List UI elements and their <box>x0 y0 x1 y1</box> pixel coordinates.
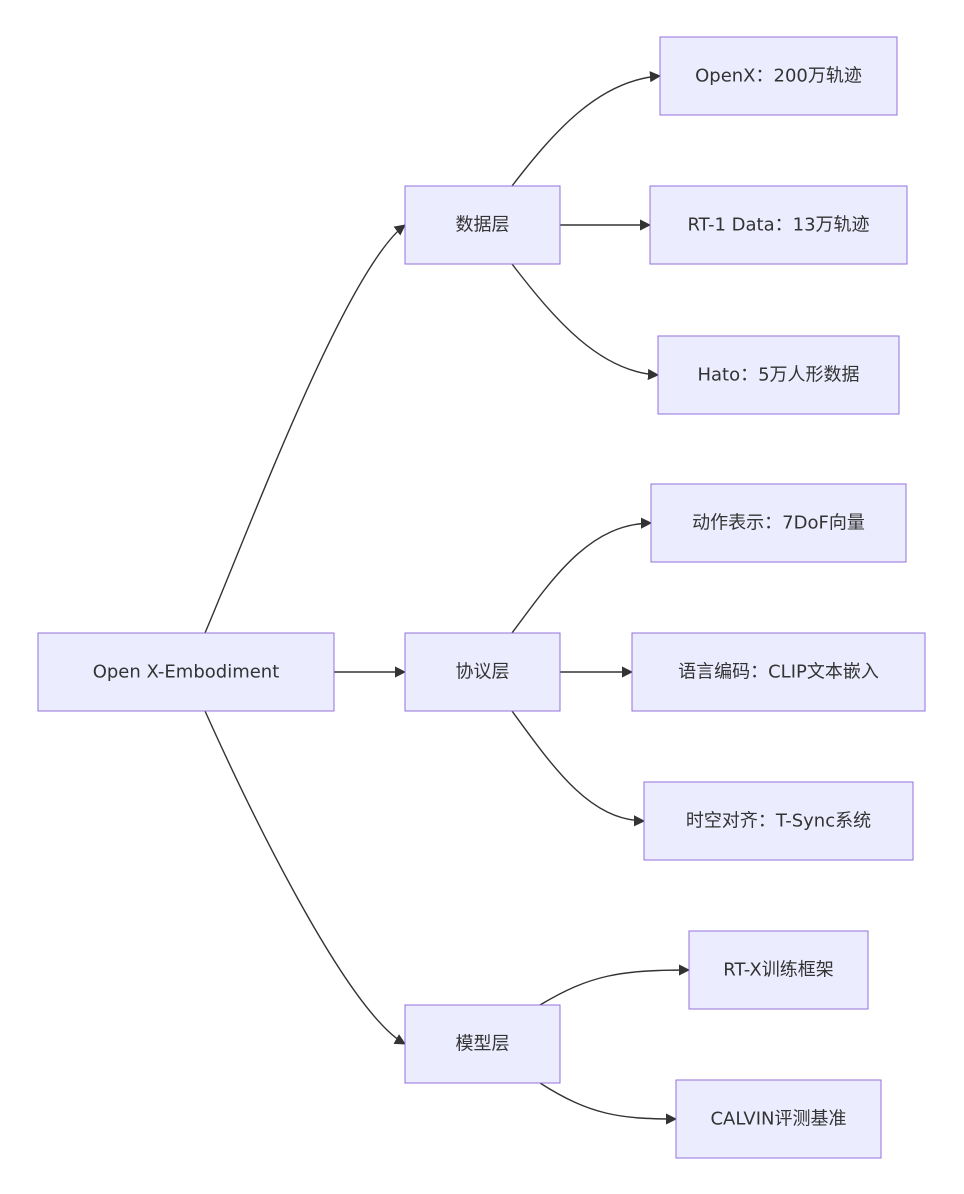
node-action-repr-label: 动作表示：7DoF向量 <box>692 513 865 534</box>
node-calvin-benchmark: CALVIN评测基准 <box>675 1079 882 1159</box>
edge-data-to-hato <box>511 263 660 381</box>
node-protocol-layer: 协议层 <box>404 632 561 712</box>
node-data-layer-label: 数据层 <box>456 215 510 236</box>
edge-root-to-data <box>204 224 406 634</box>
node-hato: Hato：5万人形数据 <box>657 335 900 415</box>
node-openx: OpenX：200万轨迹 <box>659 36 898 116</box>
node-model-layer: 模型层 <box>404 1004 561 1084</box>
node-data-layer: 数据层 <box>404 185 561 265</box>
node-hato-label: Hato：5万人形数据 <box>697 365 859 386</box>
edge-model-to-calvin <box>539 1082 678 1125</box>
node-calvin-benchmark-label: CALVIN评测基准 <box>710 1109 846 1130</box>
edge-protocol-to-action <box>511 517 653 634</box>
nodes: Open X-Embodiment 数据层 协议层 模型层 OpenX：200万… <box>37 36 926 1159</box>
node-lang-encoding-label: 语言编码：CLIP文本嵌入 <box>678 662 879 683</box>
node-action-repr: 动作表示：7DoF向量 <box>650 483 907 563</box>
edge-data-to-openx <box>511 71 662 187</box>
node-rtx-framework: RT-X训练框架 <box>688 930 869 1010</box>
node-protocol-layer-label: 协议层 <box>456 662 510 683</box>
edge-model-to-rtx <box>539 964 691 1006</box>
edge-root-to-model <box>204 710 406 1045</box>
node-openx-label: OpenX：200万轨迹 <box>695 66 862 87</box>
node-time-sync: 时空对齐：T-Sync系统 <box>643 781 914 861</box>
node-rt1-data-label: RT-1 Data：13万轨迹 <box>687 215 869 236</box>
edges <box>204 71 691 1125</box>
node-model-layer-label: 模型层 <box>456 1034 510 1055</box>
edge-protocol-to-sync <box>511 710 646 827</box>
node-lang-encoding: 语言编码：CLIP文本嵌入 <box>631 632 926 712</box>
node-rt1-data: RT-1 Data：13万轨迹 <box>649 185 908 265</box>
node-root-label: Open X-Embodiment <box>93 662 280 683</box>
node-root: Open X-Embodiment <box>37 632 335 712</box>
node-time-sync-label: 时空对齐：T-Sync系统 <box>686 811 871 832</box>
node-rtx-framework-label: RT-X训练框架 <box>723 960 833 981</box>
